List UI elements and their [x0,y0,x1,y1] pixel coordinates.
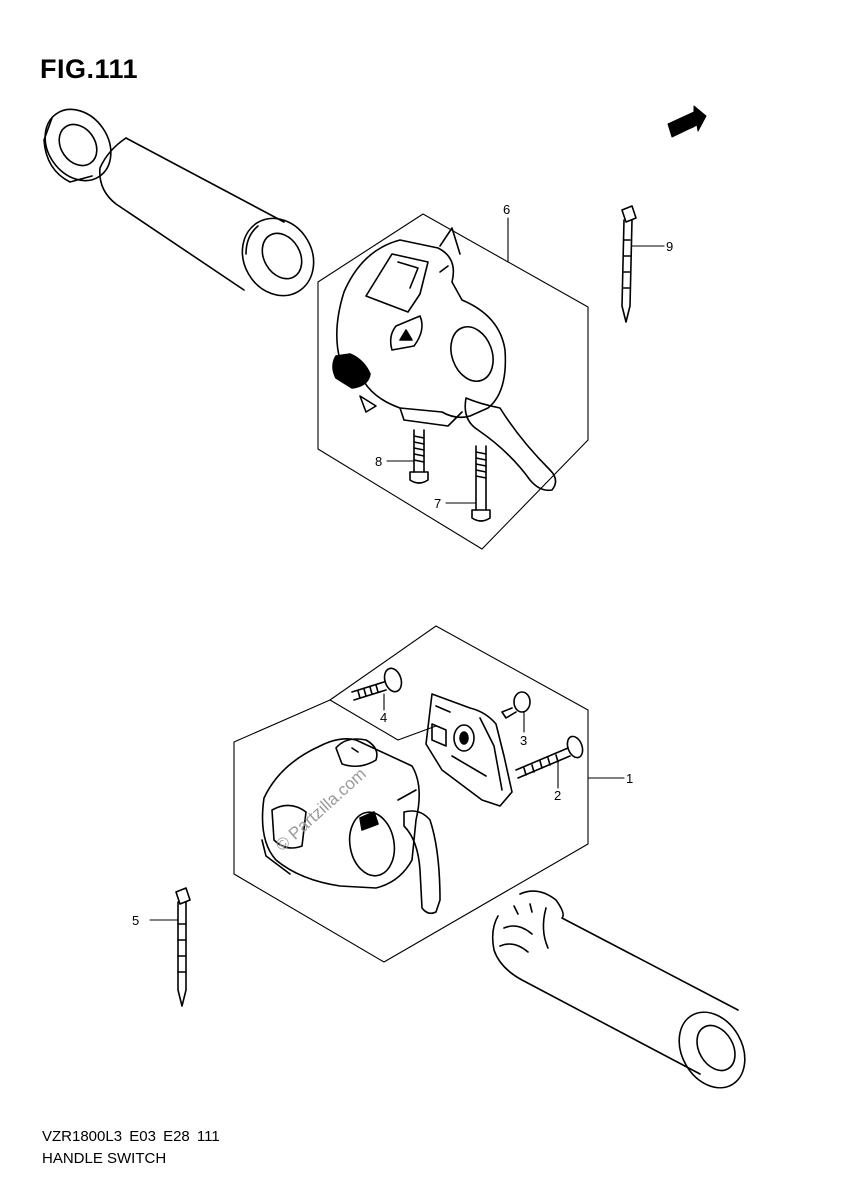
section-name-label: HANDLE SWITCH [42,1150,167,1167]
watermark-text: © Partzilla.com [272,764,370,855]
throttle-switch-cable [403,810,441,915]
screw-part-2 [515,735,584,779]
switch-assembly-frame-bottom [233,625,589,963]
handlebar-grip-left [99,137,315,297]
right-handle-switch-housing [261,738,420,889]
figure-title: FIG.111 [40,54,139,84]
forward-direction-arrow-icon: FWD [667,105,707,138]
model-code-label: VZR1800L3 E03 E28 111 [42,1128,220,1145]
clutch-lever-cable [464,397,557,492]
screw-part-4 [351,667,403,701]
frame-inner-edge [329,699,437,741]
screw-part-8 [409,429,429,484]
grip-end-cap [43,108,112,183]
throttle-holder-bracket [425,693,513,807]
callout-2: 2 [554,788,561,803]
switch-assembly-frame-top [317,213,589,550]
left-handle-switch-housing [332,227,507,427]
screw-part-7 [471,445,491,522]
callout-3: 3 [520,733,527,748]
callout-5: 5 [132,913,139,928]
callout-8: 8 [375,454,382,469]
callout-7: 7 [434,496,441,511]
throttle-grip-right [491,890,746,1089]
callout-6: 6 [503,202,510,217]
callout-4: 4 [380,710,387,725]
callout-9: 9 [666,239,673,254]
cable-tie-part-9 [621,205,637,323]
callout-1: 1 [626,771,633,786]
cable-tie-part-5 [175,887,191,1007]
screw-part-3 [501,691,531,719]
